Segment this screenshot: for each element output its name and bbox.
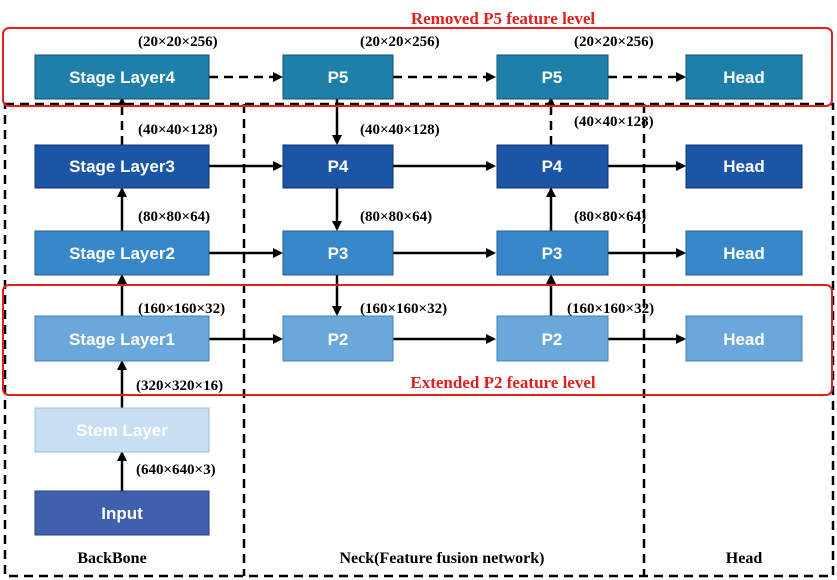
p3-left-box [282, 230, 394, 276]
extended-p2-annotation: Extended P2 feature level [410, 373, 596, 392]
dim-160-neck-right: (160×160×32) [567, 301, 654, 317]
dim-40-neck-left: (40×40×128) [360, 122, 440, 138]
p3-right-label: P3 [542, 244, 563, 263]
stage-layer4-box [34, 54, 210, 100]
dim-80-backbone: (80×80×64) [138, 209, 210, 225]
head-level3-label: Head [723, 244, 765, 263]
extended-p2-highlight [2, 284, 833, 396]
head-level2-label: Head [723, 330, 765, 349]
p2-left-box [282, 315, 394, 362]
dim-640-backbone: (640×640×3) [136, 462, 216, 478]
dim-20-neck-left: (20×20×256) [360, 34, 440, 50]
p2-left-label: P2 [328, 330, 349, 349]
p5-left-box [282, 54, 394, 100]
dim-40-backbone: (40×40×128) [138, 122, 218, 138]
removed-p5-annotation: Removed P5 feature level [411, 9, 596, 28]
dim-320-backbone: (320×320×16) [136, 378, 223, 394]
stage-layer1-box [34, 315, 210, 362]
p2-right-box [496, 315, 609, 362]
removed-p5-highlight [2, 27, 833, 107]
stage-layer3-label: Stage Layer3 [69, 157, 175, 176]
section-neck-label: Neck(Feature fusion network) [339, 550, 544, 567]
input-label: Input [101, 504, 143, 523]
p4-right-label: P4 [542, 157, 563, 176]
head-level4-label: Head [723, 157, 765, 176]
dim-80-neck-left: (80×80×64) [360, 209, 432, 225]
section-backbone-label: BackBone [77, 550, 146, 567]
dim-40-neck-right: (40×40×128) [574, 114, 654, 130]
p3-right-box [496, 230, 609, 276]
stem-layer-label: Stem Layer [76, 421, 168, 440]
dim-80-neck-right: (80×80×64) [574, 209, 646, 225]
p4-left-label: P4 [328, 157, 349, 176]
dim-160-neck-left: (160×160×32) [360, 301, 447, 317]
input-box [34, 490, 210, 536]
outer-dashed-frame [3, 102, 835, 578]
stage-layer4-label: Stage Layer4 [69, 68, 175, 87]
row-level3: Stage Layer3 P4 P4 Head [34, 144, 803, 189]
p2-right-label: P2 [542, 330, 563, 349]
head-level5-box [685, 54, 803, 100]
stage-layer2-box [34, 230, 210, 276]
head-level4-box [685, 144, 803, 189]
section-head-label: Head [726, 550, 763, 567]
stem-layer-box [34, 407, 210, 453]
p5-right-box [496, 54, 609, 100]
head-level2-box [685, 315, 803, 362]
stage-layer2-label: Stage Layer2 [69, 244, 175, 263]
p3-left-label: P3 [328, 244, 349, 263]
row-level1: Stage Layer1 P2 P2 Head [34, 315, 803, 362]
row-level4: Stage Layer4 P5 P5 Head [34, 54, 803, 100]
stage-layer3-box [34, 144, 210, 189]
p5-left-label: P5 [328, 68, 349, 87]
dim-20-backbone: (20×20×256) [138, 34, 218, 50]
head-level3-box [685, 230, 803, 276]
p4-right-box [496, 144, 609, 189]
stage-layer1-label: Stage Layer1 [69, 330, 175, 349]
dim-20-neck-right: (20×20×256) [574, 34, 654, 50]
dimension-labels: (20×20×256) (20×20×256) (20×20×256) (40×… [136, 34, 654, 478]
p5-right-label: P5 [542, 68, 563, 87]
p4-left-box [282, 144, 394, 189]
row-level2: Stage Layer2 P3 P3 Head [34, 230, 803, 276]
dim-160-backbone: (160×160×32) [138, 301, 225, 317]
head-level5-label: Head [723, 68, 765, 87]
